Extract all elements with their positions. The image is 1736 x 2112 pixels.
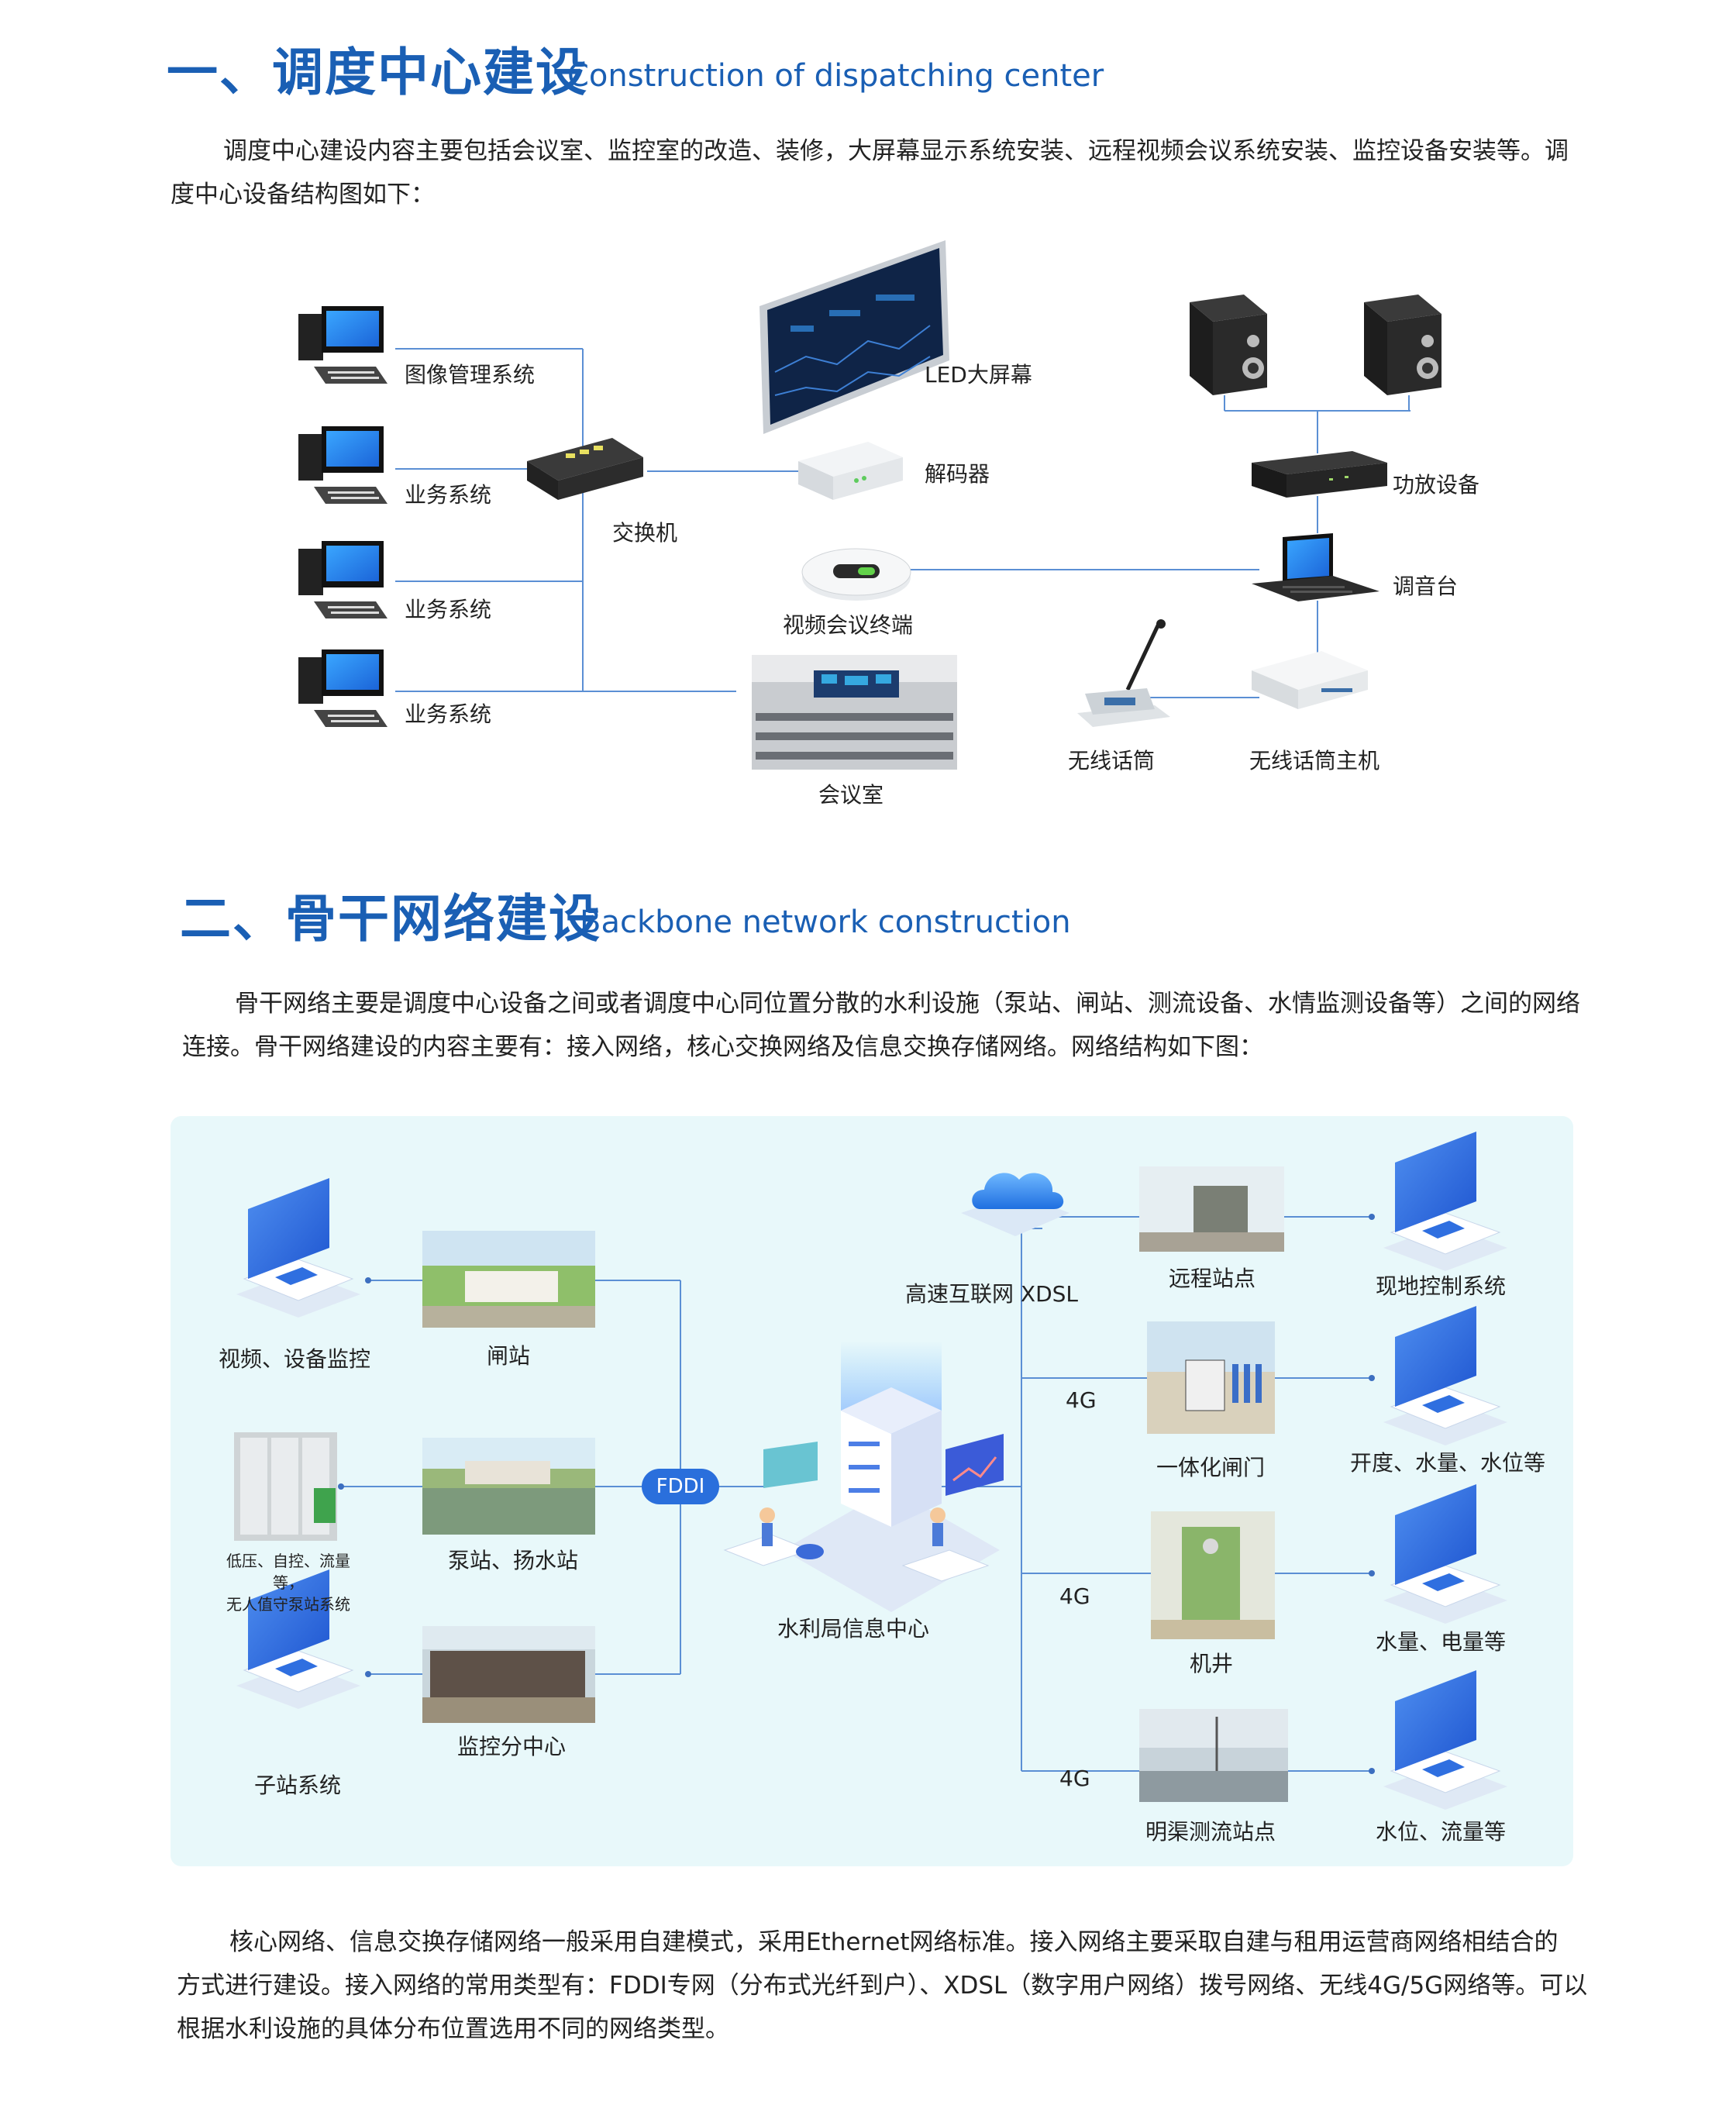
line-dots xyxy=(338,1214,1375,1774)
label-gate-data: 开度、水量、水位等 xyxy=(1350,1450,1546,1476)
label-lowvolt: 低压、自控、流量等， 无人值守泵站系统 xyxy=(219,1550,358,1615)
label-channel-data: 水位、流量等 xyxy=(1376,1819,1507,1845)
sluice-station-image xyxy=(422,1231,595,1328)
label-sluice: 闸站 xyxy=(487,1343,531,1369)
mixer-icon xyxy=(1252,533,1380,601)
label-image-management: 图像管理系统 xyxy=(405,362,536,388)
section3-para-line1: 核心网络、信息交换存储网络一般采用自建模式，采用Ethernet网络标准。接入网… xyxy=(229,1928,1559,1956)
section2-title-cn: 二、骨干网络建设 xyxy=(180,889,601,949)
pc-icon-3 xyxy=(298,541,388,618)
section3-para-line2: 方式进行建设。接入网络的常用类型有：FDDI专网（分布式光纤到户）、XDSL（数… xyxy=(177,1972,1588,2000)
section2-paragraph: 骨干网络主要是调度中心设备之间或者调度中心同位置分散的水利设施（泵站、闸站、测流… xyxy=(182,982,1593,1069)
label-pump: 泵站、扬水站 xyxy=(448,1548,579,1573)
wireless-host-icon xyxy=(1252,651,1368,709)
label-video-monitor: 视频、设备监控 xyxy=(219,1346,371,1372)
meeting-room-image xyxy=(752,655,957,770)
label-gate: 一体化闸门 xyxy=(1156,1455,1266,1480)
section1-para-line2: 度中心设备结构图如下： xyxy=(170,181,435,208)
monitor-icon-local-control xyxy=(1383,1132,1507,1271)
amplifier-icon xyxy=(1252,451,1387,498)
label-mixer: 调音台 xyxy=(1393,574,1459,599)
label-wireless-host: 无线话筒主机 xyxy=(1249,748,1380,773)
pump-station-image xyxy=(422,1438,595,1535)
monitor-icon-gate-data xyxy=(1383,1306,1507,1445)
label-4g-1: 4G xyxy=(1066,1387,1097,1413)
label-remote-site: 远程站点 xyxy=(1169,1266,1256,1291)
decoder-icon xyxy=(798,442,903,500)
label-channel: 明渠测流站点 xyxy=(1145,1819,1276,1845)
open-channel-image xyxy=(1139,1709,1288,1802)
label-xdsl: 高速互联网 XDSL xyxy=(905,1281,1079,1307)
switch-icon xyxy=(527,438,643,500)
section3-paragraph: 核心网络、信息交换存储网络一般采用自建模式，采用Ethernet网络标准。接入网… xyxy=(177,1921,1595,2051)
backbone-network-diagram xyxy=(234,1132,1507,1810)
label-lowvolt-line1: 低压、自控、流量等， xyxy=(226,1552,350,1592)
speaker-icon-right xyxy=(1364,295,1442,395)
fddi-badge xyxy=(642,1469,719,1504)
label-monitor-center: 监控分中心 xyxy=(457,1734,567,1759)
section2-para-line2: 连接。骨干网络建设的内容主要有：接入网络，核心交换网络及信息交换存储网络。网络结… xyxy=(182,1033,1263,1061)
pc-icon-1 xyxy=(298,306,388,384)
data-center-icon xyxy=(723,1341,1004,1612)
lowvolt-cabinet-image xyxy=(234,1432,337,1541)
pc-icon-2 xyxy=(298,426,388,504)
monitor-icon-well-data xyxy=(1383,1484,1507,1624)
remote-site-image xyxy=(1139,1166,1284,1252)
video-terminal-icon xyxy=(801,548,911,601)
label-info-center: 水利局信息中心 xyxy=(777,1616,930,1642)
cloud-icon xyxy=(961,1173,1070,1236)
dispatch-center-diagram xyxy=(298,240,1442,770)
label-amplifier: 功放设备 xyxy=(1393,472,1480,498)
label-local-control: 现地控制系统 xyxy=(1376,1273,1507,1299)
label-wireless-mic: 无线话筒 xyxy=(1068,748,1156,773)
section2-para-line1: 骨干网络主要是调度中心设备之间或者调度中心同位置分散的水利设施（泵站、闸站、测流… xyxy=(235,990,1580,1018)
diagram1-lines xyxy=(395,348,1410,698)
monitor-icon-substation xyxy=(236,1569,360,1709)
label-led-screen: LED大屏幕 xyxy=(925,362,1032,388)
section1-paragraph: 调度中心建设内容主要包括会议室、监控室的改造、装修，大屏幕显示系统安装、远程视频… xyxy=(170,129,1581,216)
label-4g-2: 4G xyxy=(1059,1583,1090,1609)
label-business-system-1: 业务系统 xyxy=(405,482,492,508)
section2-title-en: Backbone network construction xyxy=(580,904,1071,940)
led-screen-icon xyxy=(760,240,949,434)
section1-title-en: Construction of dispatching center xyxy=(567,58,1104,94)
label-video-terminal: 视频会议终端 xyxy=(783,612,914,638)
label-lowvolt-line2: 无人值守泵站系统 xyxy=(226,1595,350,1614)
wireless-mic-icon xyxy=(1077,619,1170,727)
fddi-label: FDDI xyxy=(656,1475,705,1498)
label-well: 机井 xyxy=(1190,1651,1234,1676)
label-switch: 交换机 xyxy=(612,520,678,546)
label-4g-3: 4G xyxy=(1059,1766,1090,1791)
speaker-icon-left xyxy=(1190,295,1267,395)
label-business-system-3: 业务系统 xyxy=(405,701,492,727)
well-image xyxy=(1151,1511,1275,1639)
label-substation: 子站系统 xyxy=(254,1773,342,1798)
section1-title-cn: 一、调度中心建设 xyxy=(167,43,588,102)
section3-para-line3: 根据水利设施的具体分布位置选用不同的网络类型。 xyxy=(177,2015,729,2043)
label-decoder: 解码器 xyxy=(925,461,990,487)
monitor-icon-video xyxy=(236,1178,360,1318)
monitor-icon-channel-data xyxy=(1383,1670,1507,1810)
integrated-gate-image xyxy=(1147,1321,1275,1434)
label-well-data: 水量、电量等 xyxy=(1376,1629,1507,1655)
pc-icon-4 xyxy=(298,649,388,727)
label-meeting-room: 会议室 xyxy=(818,782,884,808)
section1-para-line1: 调度中心建设内容主要包括会议室、监控室的改造、装修，大屏幕显示系统安装、远程视频… xyxy=(223,137,1569,165)
label-business-system-2: 业务系统 xyxy=(405,597,492,622)
monitor-center-image xyxy=(422,1626,595,1723)
